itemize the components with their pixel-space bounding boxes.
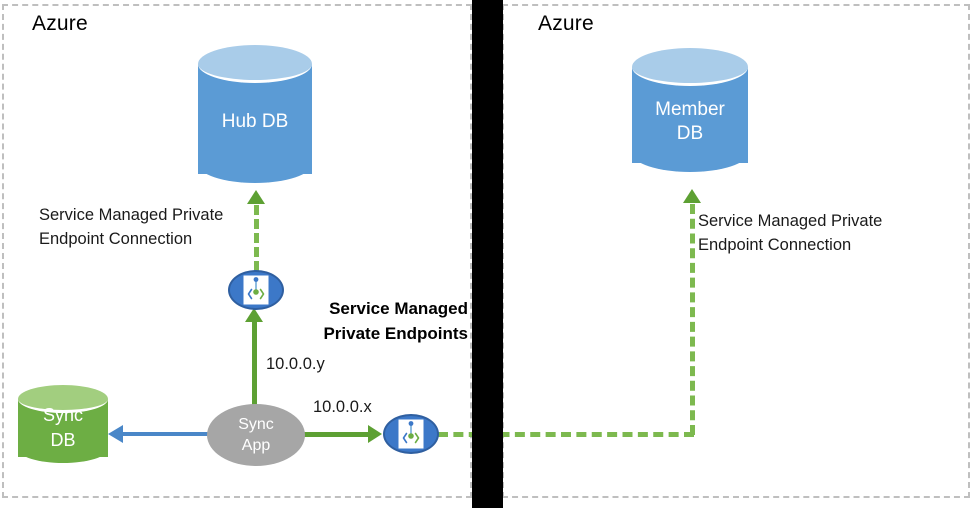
cylinder-top <box>198 45 312 83</box>
private-endpoint-node-hub[interactable] <box>228 270 284 310</box>
arrowhead-up-endpoint-hub <box>245 308 263 322</box>
ip-label-member-endpoint: 10.0.0.x <box>313 398 372 416</box>
azure-panel-right-title: Azure <box>538 12 594 35</box>
sync-db-node[interactable]: Sync DB <box>18 385 108 473</box>
arrowhead-right-endpoint-member <box>368 425 382 443</box>
hub-db-node[interactable]: Hub DB <box>198 45 312 193</box>
connector-sync-app-to-endpoint-member <box>303 432 371 437</box>
sync-app-label: Sync App <box>238 416 274 454</box>
azure-panel-left-title: Azure <box>32 12 88 35</box>
sync-db-label: Sync DB <box>42 405 84 450</box>
annotation-member-connection: Service Managed Private Endpoint Connect… <box>698 212 883 254</box>
boundary-divider <box>472 0 503 508</box>
hub-db-label: Hub DB <box>221 111 289 132</box>
arrowhead-up-member-db <box>683 189 701 203</box>
ip-label-hub-endpoint: 10.0.0.y <box>266 355 325 373</box>
cylinder-top <box>18 385 108 413</box>
annotation-hub-connection: Service Managed Private Endpoint Connect… <box>39 206 224 248</box>
connector-endpoint-hub-to-hub-db <box>254 205 259 271</box>
member-db-label: Member DB <box>655 99 725 144</box>
member-db-node[interactable]: Member DB <box>632 48 748 182</box>
connector-sync-app-to-sync-db <box>122 432 212 436</box>
private-endpoint-node-member[interactable] <box>383 414 439 454</box>
private-link-endpoint-icon <box>398 419 424 449</box>
connector-endpoint-member-vertical <box>690 204 695 435</box>
annotation-service-managed-private-endpoints: Service Managed Private Endpoints <box>323 299 468 343</box>
private-link-endpoint-icon <box>243 275 269 305</box>
cylinder-top <box>632 48 748 86</box>
sync-app-node[interactable]: Sync App <box>207 404 305 466</box>
connector-sync-app-to-endpoint-hub <box>252 322 257 422</box>
connector-endpoint-member-horizontal <box>438 432 694 437</box>
arrowhead-up-hub-db <box>247 190 265 204</box>
arrowhead-left-sync-db <box>108 425 123 443</box>
